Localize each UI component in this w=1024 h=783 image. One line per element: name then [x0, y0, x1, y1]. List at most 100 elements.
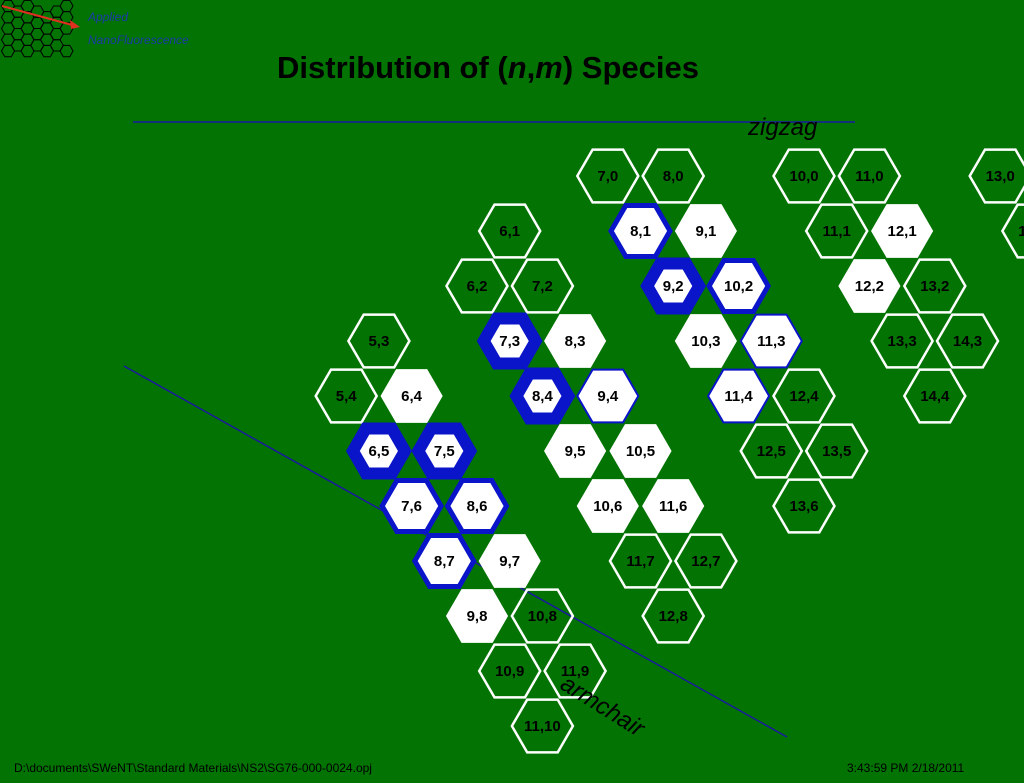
hex-label-9-5: 9,5: [565, 443, 586, 460]
hex-label-10-9: 10,9: [495, 663, 524, 680]
hex-label-12-8: 12,8: [659, 608, 688, 625]
hex-label-11-4: 11,4: [724, 388, 753, 405]
hex-12-8: [641, 588, 706, 644]
hex-8-1: [608, 203, 673, 259]
hex-7-3: [476, 312, 543, 370]
title-m: m: [535, 50, 563, 85]
hex-11-0: [837, 148, 902, 204]
hex-label-12-1: 12,1: [887, 223, 916, 240]
zigzag-label: zigzag: [748, 114, 818, 141]
hex-label-8-1: 8,1: [630, 223, 651, 240]
logo-text-nanofluorescence: NanoFluorescence: [88, 33, 189, 47]
hex-label-10-5: 10,5: [626, 443, 655, 460]
hex-label-6-2: 6,2: [467, 278, 488, 295]
hex-6-5: [345, 422, 412, 480]
hex-label-6-5: 6,5: [368, 443, 389, 460]
hex-6-1: [477, 203, 542, 259]
hex-11-6: [642, 479, 705, 533]
hex-8-6: [444, 478, 510, 534]
hex-13-3: [870, 313, 935, 369]
hex-10-8: [510, 588, 575, 644]
hex-label-7-0: 7,0: [597, 168, 618, 185]
hex-label-9-4: 9,4: [597, 388, 619, 405]
hex-label-13-3: 13,3: [887, 333, 916, 350]
hex-11-7: [608, 533, 673, 589]
hex-11-4: [706, 368, 771, 424]
hex-14-1: [1000, 203, 1024, 259]
hex-12-2: [838, 259, 901, 313]
hex-label-10-2: 10,2: [724, 278, 753, 295]
hex-label-12-2: 12,2: [855, 278, 884, 295]
hex-label-13-5: 13,5: [822, 443, 851, 460]
hex-label-10-6: 10,6: [593, 498, 622, 515]
hex-10-3: [674, 314, 737, 368]
hex-8-4: [509, 367, 576, 425]
applied-nanofluorescence-logo: [0, 0, 80, 58]
hex-13-2: [902, 258, 967, 314]
hex-6-2: [445, 258, 509, 314]
hex-12-7: [673, 533, 738, 589]
hex-7-5: [411, 422, 478, 480]
hex-label-9-7: 9,7: [499, 553, 520, 570]
hex-7-2: [510, 258, 575, 314]
hex-9-7: [478, 534, 541, 588]
hex-7-6: [379, 478, 444, 534]
hex-13-0: [968, 148, 1024, 204]
hex-label-12-4: 12,4: [789, 388, 819, 405]
hex-12-4: [772, 368, 836, 424]
hex-label-12-5: 12,5: [757, 443, 786, 460]
logo-hex-cell: [20, 44, 35, 58]
page-title: Distribution of (n,m) Species: [0, 50, 976, 86]
hex-label-8-6: 8,6: [467, 498, 488, 515]
hex-label-8-4: 8,4: [532, 388, 554, 405]
hex-label-13-6: 13,6: [789, 498, 818, 515]
logo-hex-cell: [0, 44, 16, 58]
hex-label-5-3: 5,3: [368, 333, 389, 350]
hex-14-4: [902, 368, 967, 424]
timestamp-footer: 3:43:59 PM 2/18/2011: [847, 761, 965, 775]
logo-red-arrow: [1, 5, 77, 27]
hex-label-10-3: 10,3: [691, 333, 720, 350]
hex-10-5: [609, 424, 672, 478]
hex-10-9: [477, 643, 542, 699]
hex-label-11-9: 11,9: [561, 663, 589, 680]
logo-hex-cell: [59, 44, 74, 58]
hex-10-0: [772, 148, 836, 204]
logo-arrowhead: [70, 20, 80, 29]
title-comma: ,: [526, 50, 536, 85]
hex-12-1: [871, 204, 934, 258]
hex-label-11-1: 11,1: [823, 223, 851, 240]
hex-label-10-0: 10,0: [789, 168, 818, 185]
hex-label-8-7: 8,7: [434, 553, 455, 570]
logo-text-applied: Applied: [88, 10, 129, 24]
hex-label-7-6: 7,6: [401, 498, 422, 515]
hex-label-8-3: 8,3: [565, 333, 586, 350]
hex-8-7: [411, 533, 477, 589]
hex-label-7-5: 7,5: [434, 443, 455, 460]
hex-11-1: [804, 203, 869, 259]
hex-11-3: [739, 313, 803, 369]
hex-label-11-3: 11,3: [757, 333, 785, 350]
hex-label-13-2: 13,2: [920, 278, 949, 295]
hex-label-9-2: 9,2: [663, 278, 684, 295]
hex-13-5: [804, 423, 869, 479]
hex-7-0: [575, 148, 640, 204]
hex-label-11-10: 11,10: [524, 718, 561, 735]
hex-label-11-6: 11,6: [659, 498, 687, 515]
hex-label-11-7: 11,7: [626, 553, 654, 570]
hex-13-6: [772, 478, 836, 534]
hex-label-7-3: 7,3: [499, 333, 520, 350]
title-n: n: [507, 50, 527, 85]
logo-hex-cell: [59, 22, 74, 35]
hex-8-0: [641, 148, 706, 204]
hex-14-3: [935, 313, 1000, 369]
hex-label-14-3: 14,3: [953, 333, 982, 350]
hex-9-5: [544, 424, 607, 478]
hex-label-12-7: 12,7: [691, 553, 720, 570]
hex-9-4: [576, 368, 640, 424]
logo-hex-cell: [39, 44, 55, 58]
hex-label-9-1: 9,1: [695, 223, 716, 240]
hex-9-1: [674, 204, 737, 258]
hex-9-2: [640, 257, 707, 315]
